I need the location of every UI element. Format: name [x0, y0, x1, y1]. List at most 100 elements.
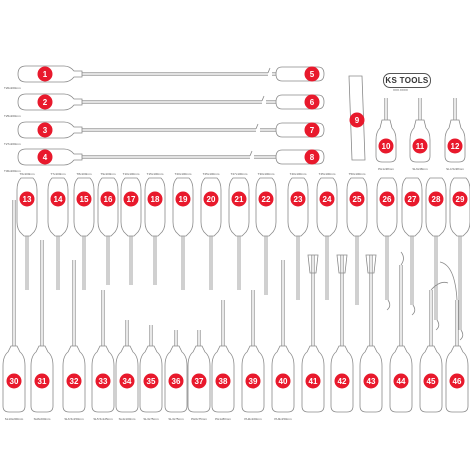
bottom-handle [330, 345, 354, 413]
long-tool-left-3-marker [37, 122, 53, 138]
long-tool-hook [249, 150, 253, 156]
top-handle [287, 177, 309, 237]
top-tool-29-marker [452, 191, 468, 207]
top-handle [120, 177, 142, 237]
bit-holder-outline [348, 75, 366, 161]
bottom-handle [91, 345, 115, 413]
top-handle [73, 177, 95, 237]
long-tool-handle [17, 93, 83, 111]
top-shaft [355, 236, 359, 305]
bottom-shaft [399, 265, 403, 346]
top-shaft [325, 236, 329, 300]
long-tool-right-6-number: 6 [310, 98, 315, 107]
bottom-tool-38-number: 38 [219, 377, 228, 386]
top-shaft [458, 236, 462, 330]
bottom-shaft [340, 255, 344, 346]
bottom-handle [445, 345, 469, 413]
top-handle [449, 177, 470, 237]
long-tool-label-2: T25x200mm [4, 114, 21, 118]
top-handle [346, 177, 368, 237]
long-tool-left-2-marker [37, 94, 53, 110]
long-tool-right-shaft [266, 100, 276, 104]
top-handle [316, 177, 338, 237]
bottom-tool-44-number: 44 [397, 377, 406, 386]
long-tool-shaft [82, 72, 268, 76]
long-tool-hook [255, 123, 259, 129]
bottom-tool-41-marker [305, 373, 321, 389]
top-tool-18-number: 18 [151, 195, 160, 204]
top-tool-14-marker [50, 191, 66, 207]
long-tool-right-handle [275, 94, 325, 110]
bottom-shaft [251, 290, 255, 346]
bottom-tool-39-marker [245, 373, 261, 389]
bottom-label-30: SL10x200mm [5, 417, 24, 421]
bottom-label-34: SL4x100mm [119, 417, 136, 421]
bottom-tool-35-marker [143, 373, 159, 389]
bottom-handle [187, 345, 211, 413]
article-number: XXX.XXXX [393, 88, 408, 92]
stubby-11-number: 11 [416, 142, 425, 151]
bottom-tool-32-number: 32 [70, 377, 79, 386]
top-shaft [82, 236, 86, 290]
long-tool-right-handle [275, 66, 325, 82]
bottom-shaft [197, 330, 201, 346]
top-tool-24-marker [319, 191, 335, 207]
top-tool-18-marker [147, 191, 163, 207]
bottom-tool-43-marker [363, 373, 379, 389]
top-shaft [106, 236, 110, 285]
bottom-tool-31-number: 31 [38, 377, 47, 386]
top-shaft [153, 236, 157, 285]
top-tool-23-number: 23 [294, 195, 303, 204]
top-tool-17-number: 17 [127, 195, 136, 204]
bottom-tool-45-marker [423, 373, 439, 389]
stubby-12-number: 12 [451, 142, 460, 151]
long-tool-right-8-marker [304, 149, 320, 165]
long-tool-handle [17, 65, 83, 83]
long-tool-right-shaft [260, 128, 276, 132]
bottom-tool-30-number: 30 [10, 377, 19, 386]
top-handle [97, 177, 119, 237]
top-label-22: T30x100mm [258, 172, 275, 176]
top-tool-22-number: 22 [262, 195, 271, 204]
bottom-shaft [149, 325, 153, 346]
long-tool-hook [267, 67, 271, 73]
bottom-tool-34-marker [119, 373, 135, 389]
bottom-label-33: SL5.5x125mm [93, 417, 113, 421]
top-tool-19-marker [175, 191, 191, 207]
bottom-tool-37-marker [191, 373, 207, 389]
long-tool-right-5-marker [304, 66, 320, 82]
top-shaft [434, 236, 438, 320]
long-tool-handle [17, 121, 83, 139]
stubby-10-number: 10 [382, 142, 391, 151]
top-label-15: T8x100mm [76, 172, 92, 176]
bottom-shaft [221, 300, 225, 346]
long-tool-shaft [82, 155, 250, 159]
top-shaft [181, 236, 185, 290]
scraper-blade [336, 254, 348, 274]
stubby-shaft [453, 98, 457, 120]
long-tool-left-1-marker [37, 66, 53, 82]
bottom-tool-45-number: 45 [427, 377, 436, 386]
top-tool-13-number: 13 [23, 195, 32, 204]
top-shaft [56, 236, 60, 290]
bottom-shaft [125, 320, 129, 346]
hook-tip [439, 261, 458, 301]
bottom-tool-35-number: 35 [147, 377, 156, 386]
bottom-tool-33-marker [95, 373, 111, 389]
top-label-23: T40x100mm [290, 172, 307, 176]
bottom-tool-40-number: 40 [279, 377, 288, 386]
long-tool-label-1: T20x200mm [4, 86, 21, 90]
top-shaft [25, 236, 29, 290]
bottom-shaft [281, 260, 285, 346]
bit-holder-number: 9 [355, 116, 360, 125]
pick-tip [411, 304, 416, 316]
long-tool-right-shaft [272, 72, 276, 76]
bottom-handle [115, 345, 139, 413]
top-shaft [264, 236, 268, 295]
bottom-tool-46-marker [449, 373, 465, 389]
bottom-tool-40-marker [275, 373, 291, 389]
bottom-label-38: PH1x80mm [215, 417, 231, 421]
top-label-14: T7x100mm [50, 172, 66, 176]
bottom-shaft [12, 200, 16, 346]
bottom-label-40: PH3x150mm [274, 417, 292, 421]
